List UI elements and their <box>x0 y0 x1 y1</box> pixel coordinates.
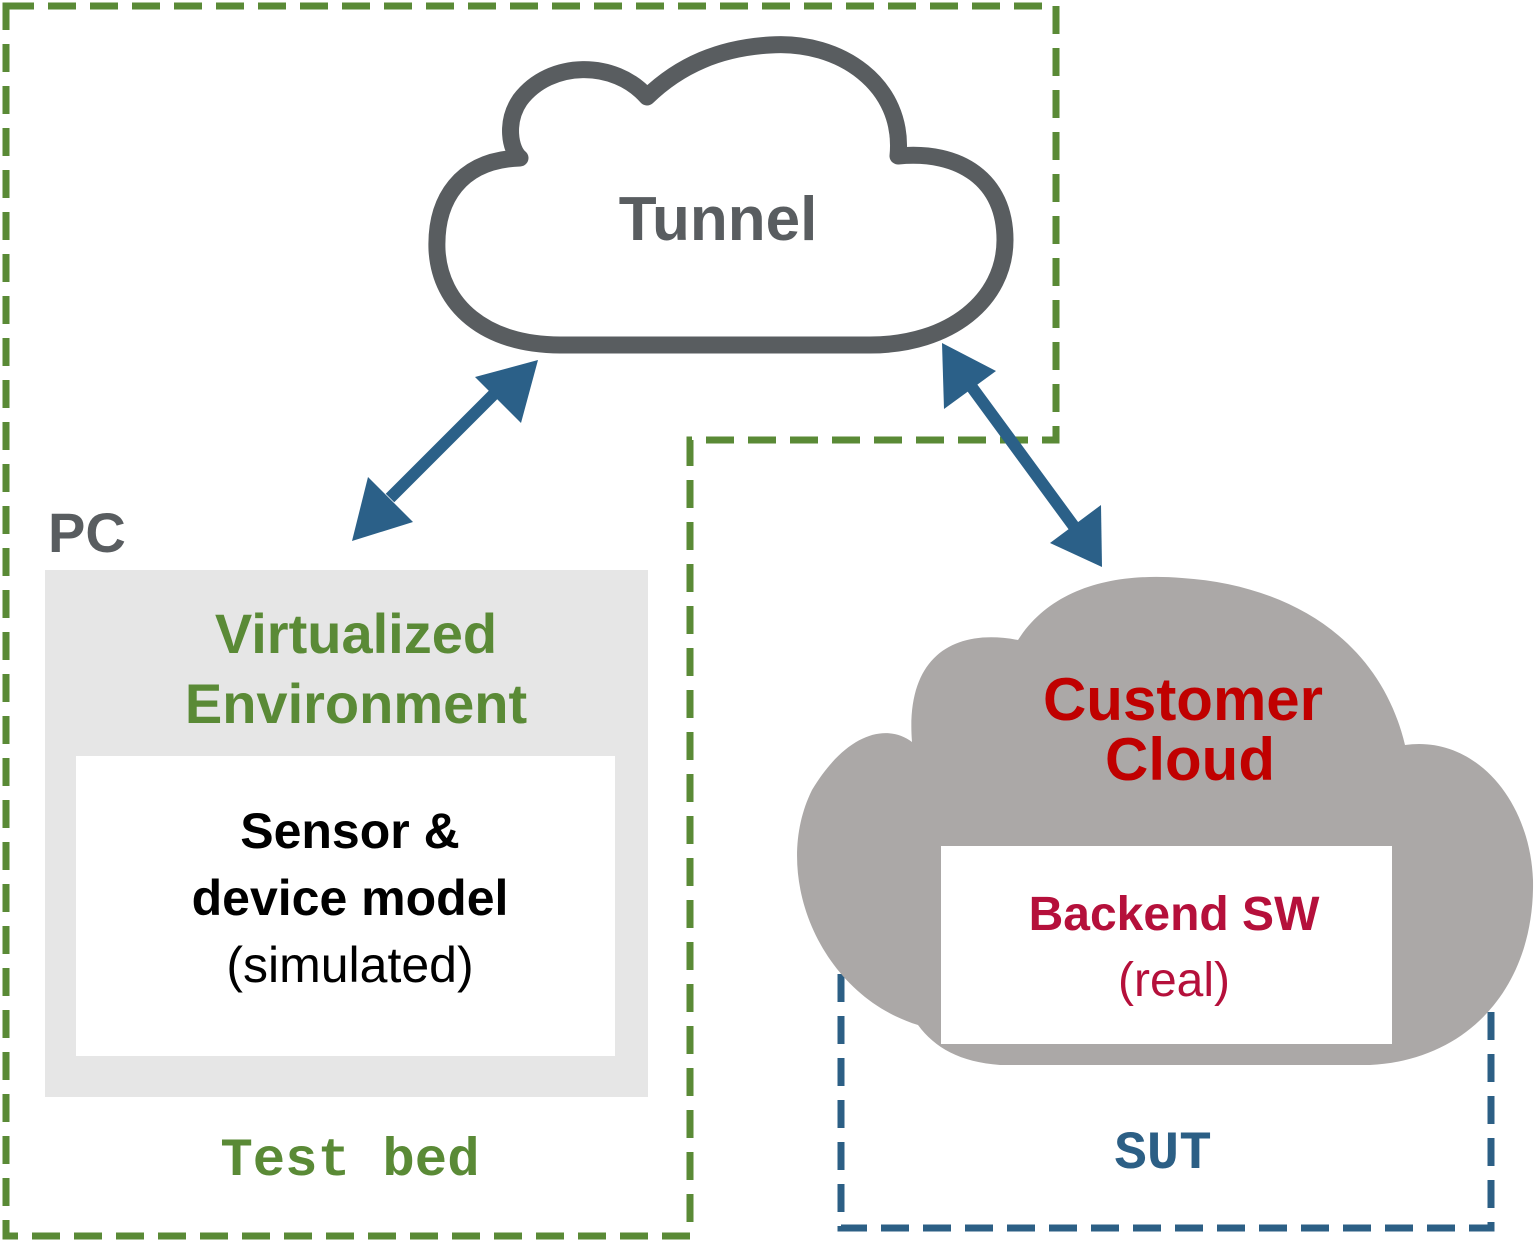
backend-sw-label-line1: Backend SW <box>1029 888 1320 941</box>
test-bed-label: Test bed <box>220 1131 479 1192</box>
sensor-device-model-box <box>76 756 615 1056</box>
tunnel-to-customer-cloud-arrow <box>942 343 1102 567</box>
tunnel-to-pc-arrow <box>352 360 538 541</box>
pc-label: PC <box>48 501 126 564</box>
backend-sw-box <box>941 846 1392 1044</box>
virtualized-environment-label-line1: Virtualized <box>215 602 497 665</box>
customer-cloud-label-line1: Customer <box>1043 666 1323 733</box>
sensor-device-model-label-line1: Sensor & <box>240 803 460 859</box>
sut-boundary <box>837 818 1495 1232</box>
tunnel-label: Tunnel <box>619 185 818 254</box>
customer-cloud-label-line2: Cloud <box>1105 726 1275 793</box>
tunnel-cloud-shape <box>428 36 1014 354</box>
virtualized-environment-label-line2: Environment <box>185 672 527 735</box>
sensor-device-model-label-line3: (simulated) <box>226 937 473 993</box>
sensor-device-model-label-line2: device model <box>192 870 509 926</box>
test-bed-boundary <box>2 2 1060 1240</box>
backend-sw-label-line2: (real) <box>1118 954 1230 1007</box>
sut-label: SUT <box>1114 1124 1211 1185</box>
